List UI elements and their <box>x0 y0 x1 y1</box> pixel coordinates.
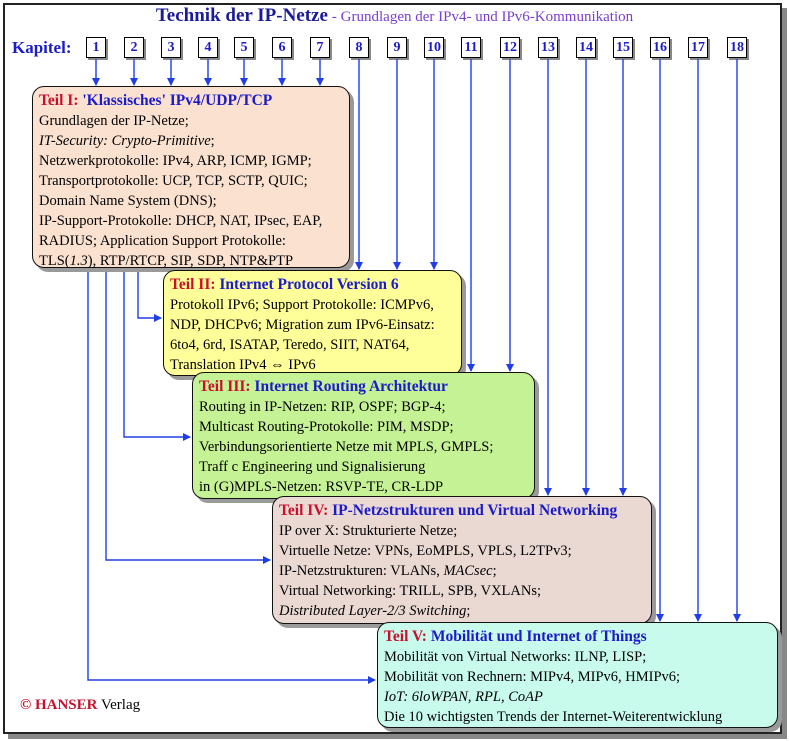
teil-4-line: IP over X: Strukturierte Netze; <box>279 523 458 539</box>
teil-4-vlans: IP-Netzstrukturen: VLANs, <box>279 563 444 579</box>
teil-2-line: 6to4, 6rd, ISATAP, Teredo, SIIT, NAT64, <box>170 337 410 353</box>
teil-1-tls: TLS( <box>39 253 70 269</box>
teil-1-tls-version: 1.3 <box>69 253 88 269</box>
teil-4-distributed: Distributed Layer-2/3 Switching <box>279 603 467 619</box>
teil-4-line: Virtuelle Netze: VPNs, EoMPLS, VPLS, L2T… <box>279 543 572 559</box>
teil-4-line: IP-Netzstrukturen: VLANs, MACsec; <box>279 561 645 581</box>
teil-2-line: Translation IPv4 ⇔ IPv6 <box>170 357 316 373</box>
chapter-chip-1: 1 <box>86 37 106 58</box>
teil-1-line: IT-Security: Crypto-Primitive; <box>39 131 343 151</box>
teil-1-header: Teil I: 'Klassisches' IPv4/UDP/TCP <box>39 91 343 111</box>
dependency-arrow-teil1-teil4 <box>105 262 271 564</box>
chapter-chip-5: 5 <box>234 37 254 58</box>
copyright: © HANSER Verlag <box>20 697 140 714</box>
teil-5-label: Teil V: <box>384 628 427 645</box>
teil-3-box: Teil III: Internet Routing Architektur R… <box>192 372 535 499</box>
teil-3-line: Multicast Routing-Protokolle: PIM, MSDP; <box>199 419 454 435</box>
teil-1-tls-rest: ), RTP/RTCP, SIP, SDP, NTP&PTP <box>87 253 294 269</box>
teil-5-name: Mobilität und Internet of Things <box>430 628 647 645</box>
teil-3-line: in (G)MPLS-Netzen: RSVP-TE, CR-LDP <box>199 479 444 495</box>
chapter-chip-15: 15 <box>613 37 633 58</box>
chapter-chip-17: 17 <box>688 37 708 58</box>
teil-1-line: Transportprotokolle: UCP, TCP, SCTP, QUI… <box>39 173 308 189</box>
teil-5-header: Teil V: Mobilität und Internet of Things <box>384 627 771 647</box>
teil-5-box: Teil V: Mobilität und Internet of Things… <box>377 622 778 728</box>
chapter-chip-18: 18 <box>727 37 747 58</box>
teil-1-label: Teil I: <box>39 92 79 109</box>
teil-3-line: Verbindungsorientierte Netze mit MPLS, G… <box>199 439 494 455</box>
teil-1-box: Teil I: 'Klassisches' IPv4/UDP/TCP Grund… <box>32 86 350 271</box>
teil-1-line-tail: ; <box>210 133 215 149</box>
chapter-chip-14: 14 <box>576 37 596 58</box>
chapter-chip-6: 6 <box>272 37 292 58</box>
teil-4-macsec: MACsec <box>443 563 493 579</box>
teil-4-line-tail: ; <box>466 603 471 619</box>
chapter-chip-12: 12 <box>500 37 520 58</box>
teil-4-line-tail: ; <box>492 563 497 579</box>
chapter-chip-10: 10 <box>424 37 444 58</box>
chapter-chip-9: 9 <box>387 37 407 58</box>
teil-3-line: Routing in IP-Netzen: RIP, OSPF; BGP-4; <box>199 399 446 415</box>
teil-3-header: Teil III: Internet Routing Architektur <box>199 377 528 397</box>
teil-3-label: Teil III: <box>199 378 251 395</box>
teil-5-line: Mobilität von Rechnern: MIPv4, MIPv6, HM… <box>384 669 681 685</box>
diagram-title: Technik der IP-Netze - Grundlagen der IP… <box>0 5 789 27</box>
teil-5-line: IoT: 6loWPAN, RPL, CoAP <box>384 689 543 705</box>
teil-2-name: Internet Protocol Version 6 <box>219 276 399 293</box>
chapter-chip-2: 2 <box>124 37 144 58</box>
teil-4-line: Distributed Layer-2/3 Switching; <box>279 601 645 621</box>
teil-2-label: Teil II: <box>170 276 216 293</box>
teil-3-name: Internet Routing Architektur <box>254 378 448 395</box>
dependency-arrow-teil1-teil5 <box>87 262 376 684</box>
title-main: Technik der IP-Netze <box>155 5 328 26</box>
chapter-chip-8: 8 <box>349 37 369 58</box>
dependency-arrow-teil1-teil2 <box>137 262 162 322</box>
copyright-brand: © HANSER <box>20 697 98 713</box>
teil-1-line: RADIUS; Application Support Protokolle: <box>39 233 286 249</box>
copyright-rest: Verlag <box>97 697 141 713</box>
teil-1-line: IP-Support-Protokolle: DHCP, NAT, IPsec,… <box>39 213 323 229</box>
chapter-chip-4: 4 <box>198 37 218 58</box>
teil-1-line: Domain Name System (DNS); <box>39 193 217 209</box>
teil-2-box: Teil II: Internet Protocol Version 6 Pro… <box>163 270 462 376</box>
teil-1-line: Netzwerkprotokolle: IPv4, ARP, ICMP, IGM… <box>39 153 312 169</box>
chapter-chip-3: 3 <box>161 37 181 58</box>
teil-1-line: Grundlagen der IP-Netze; <box>39 113 189 129</box>
teil-5-line: Die 10 wichtigsten Trends der Internet-W… <box>384 709 723 725</box>
kapitel-label: Kapitel: <box>12 38 72 57</box>
teil-1-line-italic: IT-Security: Crypto-Primitive <box>39 133 211 149</box>
chapter-chip-13: 13 <box>538 37 558 58</box>
chapter-chip-16: 16 <box>650 37 670 58</box>
teil-4-label: Teil IV: <box>279 502 329 519</box>
teil-4-header: Teil IV: IP-Netzstrukturen und Virtual N… <box>279 501 645 521</box>
title-subtitle: - Grundlagen der IPv4- und IPv6-Kommunik… <box>331 9 634 25</box>
teil-5-line: Mobilität von Virtual Networks: ILNP, LI… <box>384 649 647 665</box>
chapter-chip-11: 11 <box>461 37 481 58</box>
teil-4-line: Virtual Networking: TRILL, SPB, VXLANs; <box>279 583 542 599</box>
teil-1-name: 'Klassisches' IPv4/UDP/TCP <box>82 92 273 109</box>
teil-3-line: Traff c Engineering und Signalisierung <box>199 459 426 475</box>
chapter-chip-7: 7 <box>310 37 330 58</box>
teil-2-header: Teil II: Internet Protocol Version 6 <box>170 275 455 295</box>
teil-2-line: Protokoll IPv6; Support Protokolle: ICMP… <box>170 297 434 313</box>
teil-2-line: NDP, DHCPv6; Migration zum IPv6-Einsatz: <box>170 317 435 333</box>
teil-4-name: IP-Netzstrukturen und Virtual Networking <box>332 502 618 519</box>
dependency-arrow-teil1-teil3 <box>123 262 191 441</box>
teil-1-line: TLS(1.3), RTP/RTCP, SIP, SDP, NTP&PTP <box>39 251 343 271</box>
teil-4-box: Teil IV: IP-Netzstrukturen und Virtual N… <box>272 496 652 624</box>
